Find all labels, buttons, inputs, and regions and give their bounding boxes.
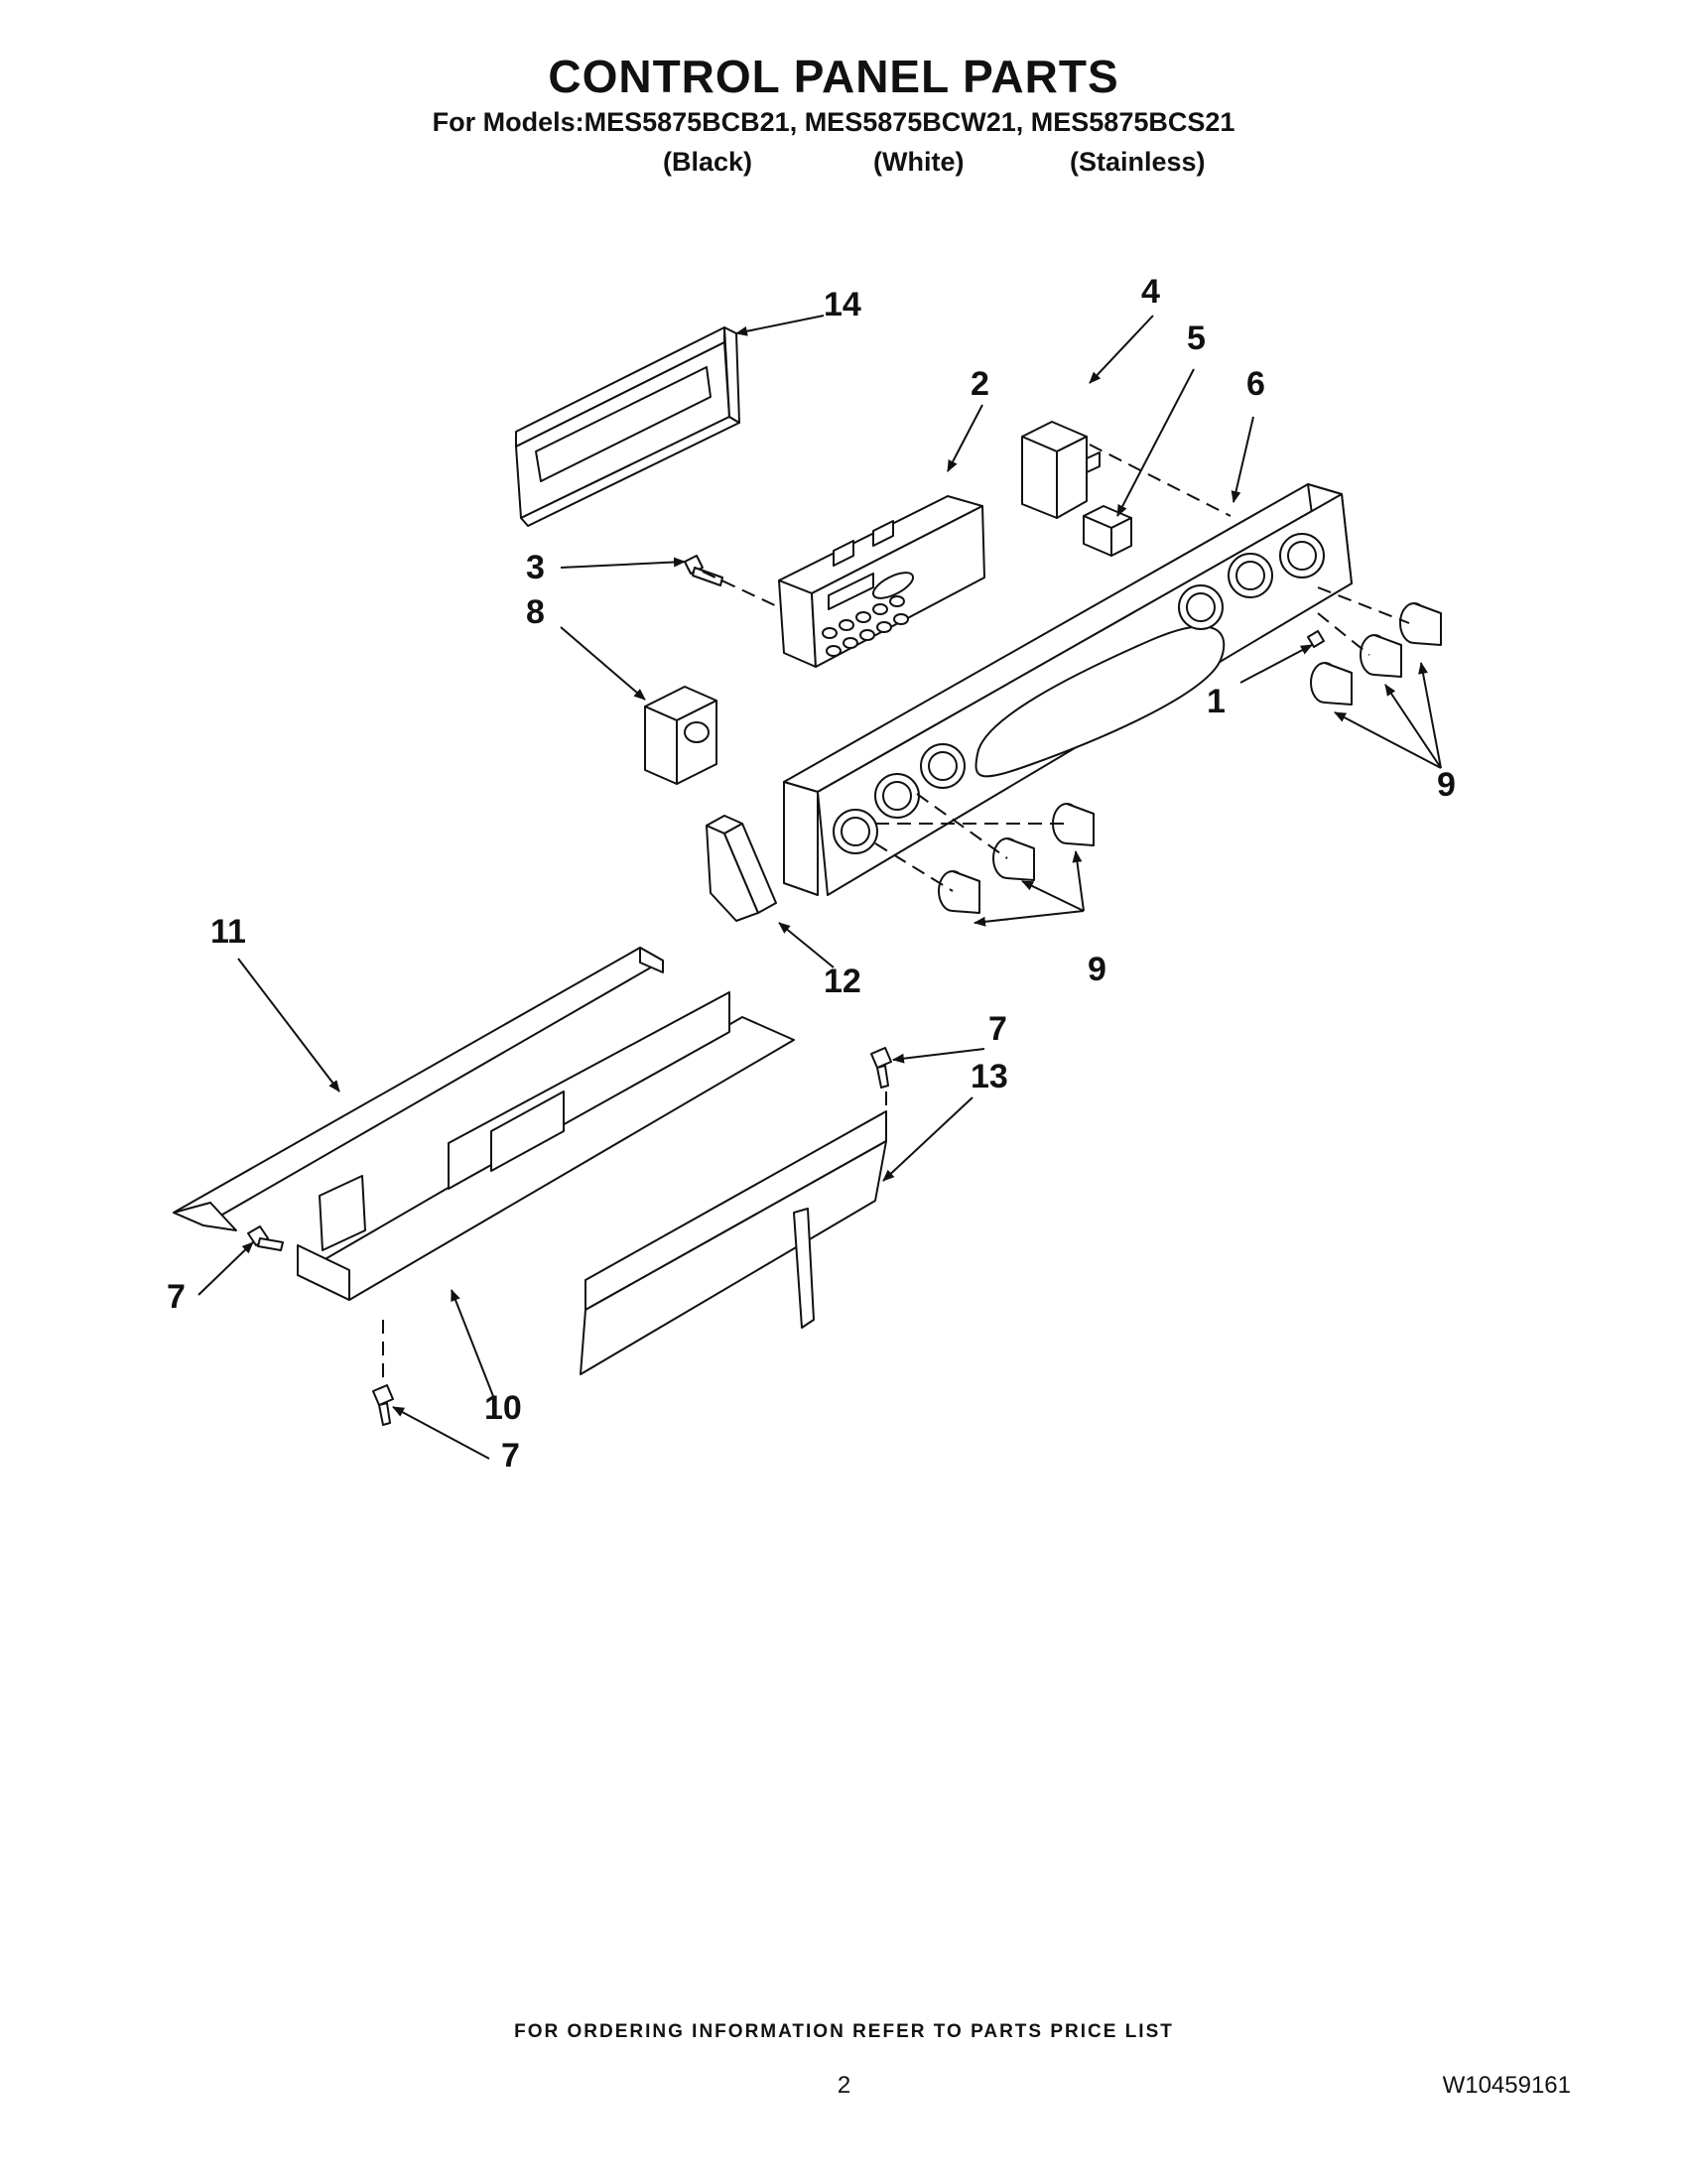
part-12-end-cap <box>706 815 777 922</box>
part-10-backguard-bracket <box>297 991 795 1301</box>
assembly-lines <box>382 444 1410 1385</box>
leader-lines <box>197 315 1442 1460</box>
callout-4: 4 <box>1141 273 1160 311</box>
part-2-control-board <box>778 495 985 668</box>
callout-11: 11 <box>210 913 246 951</box>
callout-3: 3 <box>526 549 545 586</box>
part-13-lower-panel <box>580 1110 887 1375</box>
callout-6: 6 <box>1246 365 1265 403</box>
part-11-trim-strip <box>173 947 664 1231</box>
part-9-knobs-left <box>938 803 1095 914</box>
finish-black: (Black) <box>663 147 753 177</box>
models-line: For Models:MES5875BCB21, MES5875BCW21, M… <box>432 107 1235 137</box>
callout-1: 1 <box>1207 683 1226 720</box>
part-14-bracket <box>515 326 740 527</box>
callout-7-top: 7 <box>988 1010 1007 1048</box>
part-5-switch <box>1083 505 1132 557</box>
callout-12: 12 <box>824 963 861 1000</box>
part-6-control-console <box>783 483 1353 896</box>
part-9-knobs-right <box>1310 602 1442 706</box>
part-7-screws <box>247 1047 892 1426</box>
part-1-stem <box>1307 630 1325 648</box>
document-number: W10459161 <box>1442 2072 1571 2099</box>
callout-9-left: 9 <box>1088 951 1106 988</box>
ordering-note: FOR ORDERING INFORMATION REFER TO PARTS … <box>514 2021 1174 2042</box>
part-3-screw <box>684 555 723 586</box>
callout-13: 13 <box>971 1058 1008 1095</box>
callout-7-left: 7 <box>167 1278 186 1316</box>
callout-7-bottom: 7 <box>501 1437 520 1475</box>
finish-stainless: (Stainless) <box>1070 147 1206 177</box>
callout-2: 2 <box>971 365 989 403</box>
callout-14: 14 <box>824 286 861 323</box>
callout-5: 5 <box>1187 320 1206 357</box>
callout-10: 10 <box>484 1389 522 1427</box>
part-8-infinite-switch <box>644 686 717 785</box>
page-title: CONTROL PANEL PARTS <box>548 51 1119 102</box>
callout-9-right: 9 <box>1437 766 1456 804</box>
callout-8: 8 <box>526 593 545 631</box>
finish-white: (White) <box>873 147 965 177</box>
callout-labels: 14 4 5 2 6 3 8 1 9 9 11 12 7 13 7 10 7 <box>167 273 1456 1475</box>
page-number: 2 <box>837 2072 851 2099</box>
part-4-selector-switch <box>1021 421 1101 519</box>
